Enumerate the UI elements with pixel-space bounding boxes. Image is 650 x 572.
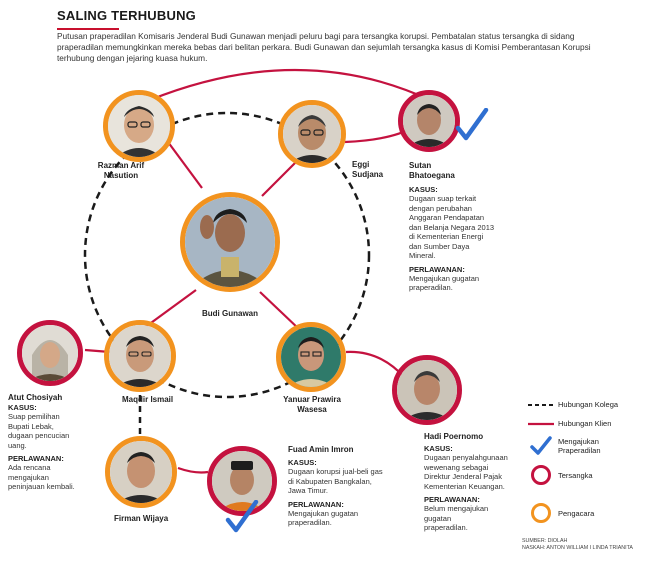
avatar-fuad-amin-imron xyxy=(207,446,277,516)
intro-paragraph: Putusan praperadilan Komisaris Jenderal … xyxy=(57,31,591,63)
perlawanan-text-sutan: Mengajukan gugatan praperadilan. xyxy=(409,273,480,293)
avatar-eggi-sudjana xyxy=(278,100,346,168)
name-hadi: Hadi Poernomo xyxy=(424,432,484,441)
credit-source: SUMBER: DIOLAH xyxy=(522,538,568,544)
name-eggi: Eggi Sudjana xyxy=(352,160,412,180)
legend-tersangka-label: Tersangka xyxy=(558,471,593,480)
avatar-budi-gunawan xyxy=(180,192,280,292)
legend-kolega-label: Hubungan Kolega xyxy=(558,400,619,409)
kasus-label-sutan: KASUS: xyxy=(409,185,438,194)
check-icon-sutan xyxy=(455,108,489,141)
client-line-razman-sutan xyxy=(149,68,431,102)
name-razman: Razman Arif Nasution xyxy=(76,161,166,181)
legend-red-circle-icon xyxy=(531,465,551,485)
legend-klien-label: Hubungan Klien xyxy=(558,419,612,428)
credit: SUMBER: DIOLAH NASKAH: ANTON WILLIAM I L… xyxy=(522,538,633,552)
avatar-firman-wijaya xyxy=(105,436,177,508)
name-razman-line1: Razman Arif xyxy=(97,161,145,170)
name-yanuar-line1: Yanuar Prawira xyxy=(283,395,341,404)
name-sutan-line2: Bhatoegana xyxy=(409,171,455,180)
check-icon-fuad xyxy=(225,500,259,533)
legend-check-icon xyxy=(530,436,552,455)
perlawanan-label-fuad: PERLAWANAN: xyxy=(288,499,344,509)
name-eggi-line2: Sudjana xyxy=(352,170,384,179)
avatar-maqdir-ismail xyxy=(104,320,176,392)
kasus-label-hadi: KASUS: xyxy=(424,444,453,453)
page-title: SALING TERHUBUNG xyxy=(57,8,196,23)
name-razman-line2: Nasution xyxy=(103,171,139,180)
perlawanan-label-hadi: PERLAWANAN: xyxy=(424,495,480,504)
kasus-text-sutan: Dugaan suap terkait dengan perubahan Ang… xyxy=(409,194,495,260)
client-line-yanuar-budi xyxy=(259,291,301,331)
perlawanan-text-atut: Ada rencana mengajukan peninjauan kembal… xyxy=(8,463,75,491)
name-budi: Budi Gunawan xyxy=(202,309,258,318)
perlawanan-text-hadi: Belum mengajukan gugatan praperadilan. xyxy=(424,504,489,532)
client-line-eggi-budi xyxy=(261,159,299,197)
name-sutan-line1: Sutan xyxy=(409,161,432,170)
perlawanan-text-fuad: Mengajukan gugatan praperadilan. xyxy=(288,508,359,528)
kasus-text-fuad: Dugaan korupsi jual-beli gas di Kabupate… xyxy=(288,467,383,495)
client-line-firman-fuad xyxy=(177,466,209,474)
name-yanuar: Yanuar Prawira Wasesa xyxy=(272,395,352,415)
info-fuad: Fuad Amin Imron KASUS: Dugaan korupsi ju… xyxy=(288,445,398,532)
perlawanan-label-sutan: PERLAWANAN: xyxy=(409,264,465,274)
legend-dashed-line-icon xyxy=(528,404,554,406)
title-underline xyxy=(57,28,119,30)
avatar-razman-arif-nasution xyxy=(103,90,175,162)
avatar-sutan-bhatoegana xyxy=(398,90,460,152)
perlawanan-label-atut: PERLAWANAN: xyxy=(8,454,64,463)
name-fuad: Fuad Amin Imron xyxy=(288,445,354,454)
kasus-label-fuad: KASUS: xyxy=(288,458,317,467)
kasus-label-atut: KASUS: xyxy=(8,403,37,412)
colleague-circle-line xyxy=(83,111,371,399)
name-eggi-line1: Eggi xyxy=(352,160,370,169)
client-line-razman-budi xyxy=(167,141,203,189)
avatar-hadi-poernomo xyxy=(392,355,462,425)
kasus-text-hadi: Dugaan penyalahgunaan wewenang sebagai D… xyxy=(424,453,508,491)
credit-writers: NASKAH: ANTON WILLIAM I LINDA TRIANITA xyxy=(522,545,633,551)
kasus-text-atut: Suap pemilihan Bupati Lebak, dugaan penc… xyxy=(8,412,70,450)
legend-orange-circle-icon xyxy=(531,503,551,523)
legend-pengacara-label: Pengacara xyxy=(558,509,595,518)
name-atut: Atut Chosiyah xyxy=(8,393,63,402)
legend-praperadilan-label: Mengajukan Praperadilan xyxy=(558,437,601,455)
info-hadi: Hadi Poernomo KASUS: Dugaan penyalahguna… xyxy=(424,432,524,537)
name-firman: Firman Wijaya xyxy=(114,514,169,523)
info-sutan: Sutan Bhatoegana KASUS: Dugaan suap terk… xyxy=(409,161,519,297)
name-maqdir: Maqdir Ismail xyxy=(122,395,174,404)
name-yanuar-line2: Wasesa xyxy=(297,405,327,414)
info-atut: Atut Chosiyah KASUS: Suap pemilihan Bupa… xyxy=(8,393,103,496)
legend-red-line-icon xyxy=(528,422,554,426)
avatar-yanuar-prawira-wasesa xyxy=(276,322,346,392)
avatar-atut-chosiyah xyxy=(17,320,83,386)
